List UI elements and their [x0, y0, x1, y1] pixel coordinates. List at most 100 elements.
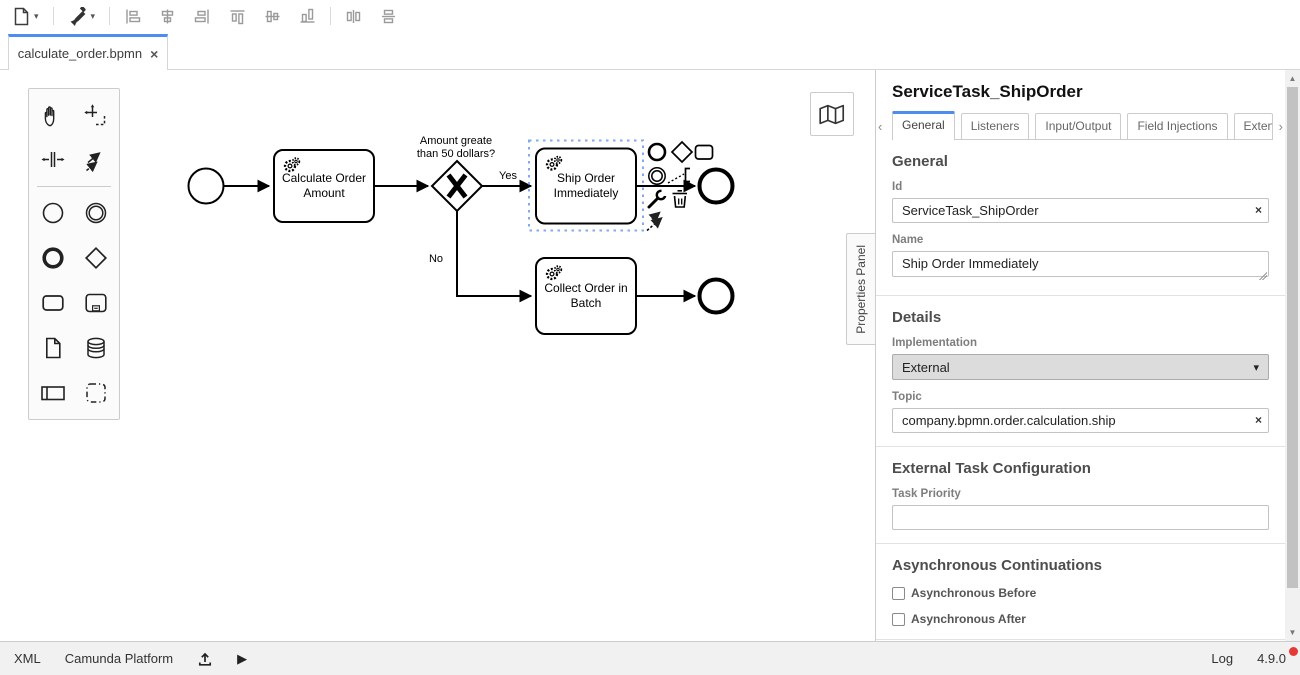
- create-start-event[interactable]: [31, 190, 74, 235]
- name-field-wrap: Ship Order Immediately: [892, 251, 1269, 282]
- asynchronous-before-checkbox[interactable]: [892, 586, 905, 600]
- end-event-ship[interactable]: [697, 167, 735, 205]
- task-ship-order-immediately[interactable]: Ship Order Immediately: [535, 147, 637, 225]
- create-subprocess[interactable]: [74, 280, 117, 325]
- new-file-icon: [14, 7, 29, 25]
- tab-listeners[interactable]: Listeners: [960, 113, 1030, 139]
- main-toolbar: ▾ ▾: [0, 0, 1300, 32]
- change-type-wrench-button[interactable]: [647, 188, 670, 209]
- align-top-button[interactable]: [224, 3, 251, 29]
- task-calculate-order-amount[interactable]: Calculate Order Amount: [273, 149, 375, 223]
- tabs-scroll-left-icon[interactable]: ‹: [878, 119, 883, 134]
- tab-general[interactable]: General: [892, 111, 955, 140]
- implementation-select[interactable]: External ▾: [892, 354, 1269, 380]
- palette-divider: [37, 186, 111, 187]
- version-button[interactable]: 4.9.0: [1257, 647, 1298, 666]
- minimap-toggle-button[interactable]: [810, 92, 854, 136]
- bpmn-canvas[interactable]: Calculate Order Amount Amount greate tha…: [0, 70, 875, 641]
- start-instance-button[interactable]: ▶: [237, 651, 247, 667]
- global-connect-tool[interactable]: [74, 138, 117, 183]
- gateway-label[interactable]: Amount greate: [420, 135, 492, 147]
- append-intermediate-event-button[interactable]: [648, 167, 666, 185]
- tab-calculate-order-bpmn[interactable]: calculate_order.bpmn ×: [8, 34, 168, 70]
- create-task[interactable]: [31, 280, 74, 325]
- distribute-vertically-button[interactable]: [375, 3, 402, 29]
- name-textarea[interactable]: Ship Order Immediately: [892, 251, 1269, 277]
- xml-toggle-button[interactable]: XML: [14, 651, 41, 666]
- properties-panel-toggle[interactable]: Properties Panel: [846, 233, 875, 345]
- platform-label[interactable]: Camunda Platform: [64, 651, 174, 666]
- name-label: Name: [892, 234, 924, 246]
- status-bar-right: Log 4.9.0: [1211, 647, 1298, 666]
- topic-input[interactable]: [892, 408, 1269, 433]
- id-label: Id: [892, 181, 903, 193]
- exclusive-gateway[interactable]: [430, 159, 484, 213]
- task-collect-order-in-batch[interactable]: Collect Order in Batch: [535, 257, 637, 335]
- task-priority-input[interactable]: [892, 505, 1269, 530]
- create-data-object[interactable]: [31, 325, 74, 370]
- scrollbar-thumb[interactable]: [1287, 87, 1298, 588]
- align-bottom-button[interactable]: [294, 3, 321, 29]
- id-input[interactable]: [892, 198, 1269, 223]
- tab-close-icon[interactable]: ×: [150, 45, 159, 62]
- deploy-upload-icon: [199, 652, 212, 666]
- create-group[interactable]: [74, 370, 117, 415]
- distribute-horizontally-button[interactable]: [340, 3, 367, 29]
- lasso-tool[interactable]: [74, 93, 117, 138]
- select-chevron-down-icon: ▾: [1253, 361, 1259, 374]
- status-bar: XML Camunda Platform ▶ Log 4.9.0: [0, 641, 1300, 675]
- space-tool[interactable]: [31, 138, 74, 183]
- end-event-collect[interactable]: [697, 277, 735, 315]
- properties-panel: ServiceTask_ShipOrder ‹ General Listener…: [875, 70, 1300, 641]
- asynchronous-before-row: Asynchronous Before: [892, 586, 1269, 600]
- align-buttons-group: [119, 3, 321, 29]
- create-data-store[interactable]: [74, 325, 117, 370]
- svg-text:Immediately: Immediately: [554, 186, 619, 200]
- new-file-button[interactable]: ▾: [8, 3, 44, 29]
- append-gateway-button[interactable]: [670, 140, 694, 164]
- align-center-vertical-button[interactable]: [154, 3, 181, 29]
- align-right-button[interactable]: [189, 3, 216, 29]
- hand-tool[interactable]: [31, 93, 74, 138]
- svg-text:Amount: Amount: [303, 186, 345, 200]
- tab-extensions[interactable]: Extensions: [1233, 113, 1273, 139]
- asynchronous-after-checkbox[interactable]: [892, 612, 905, 626]
- gateway-label-line2[interactable]: than 50 dollars?: [417, 148, 495, 160]
- tab-input-output[interactable]: Input/Output: [1035, 113, 1122, 139]
- svg-text:Calculate Order: Calculate Order: [282, 171, 366, 185]
- flow-no[interactable]: [456, 211, 533, 303]
- create-gateway[interactable]: [74, 235, 117, 280]
- align-center-horizontal-button[interactable]: [259, 3, 286, 29]
- delete-trash-button[interactable]: [672, 190, 688, 208]
- append-task-button[interactable]: [694, 144, 714, 160]
- flow-no-label[interactable]: No: [429, 253, 443, 265]
- append-end-event-button[interactable]: [647, 142, 667, 162]
- properties-panel-toggle-label: Properties Panel: [854, 244, 868, 334]
- properties-tabs: ‹ General Listeners Input/Output Field I…: [878, 111, 1283, 140]
- properties-scrollbar[interactable]: ▲ ▼: [1285, 70, 1300, 641]
- deploy-button[interactable]: [197, 651, 213, 667]
- format-painter-caret-icon: ▾: [90, 10, 96, 21]
- log-toggle-button[interactable]: Log: [1211, 651, 1234, 666]
- scroll-up-icon[interactable]: ▲: [1288, 74, 1297, 83]
- flow-yes-label[interactable]: Yes: [499, 170, 517, 182]
- create-intermediate-event[interactable]: [74, 190, 117, 235]
- create-participant[interactable]: [31, 370, 74, 415]
- tabs-scroll-right-icon[interactable]: ›: [1278, 119, 1283, 134]
- clear-topic-icon[interactable]: ×: [1254, 413, 1262, 427]
- tab-field-injections[interactable]: Field Injections: [1127, 113, 1228, 139]
- scroll-down-icon[interactable]: ▼: [1288, 628, 1297, 637]
- implementation-label: Implementation: [892, 337, 977, 349]
- add-text-annotation-button[interactable]: [667, 167, 690, 184]
- implementation-value: External: [902, 359, 950, 375]
- format-painter-button[interactable]: ▾: [63, 3, 101, 29]
- align-left-button[interactable]: [119, 3, 146, 29]
- section-divider: [876, 639, 1285, 640]
- clear-id-icon[interactable]: ×: [1254, 203, 1262, 217]
- document-tabbar: calculate_order.bpmn ×: [0, 32, 1300, 70]
- create-end-event[interactable]: [31, 235, 74, 280]
- connect-tool-button[interactable]: [646, 211, 663, 232]
- start-event[interactable]: [187, 167, 225, 205]
- properties-panel-content: ServiceTask_ShipOrder ‹ General Listener…: [876, 70, 1285, 641]
